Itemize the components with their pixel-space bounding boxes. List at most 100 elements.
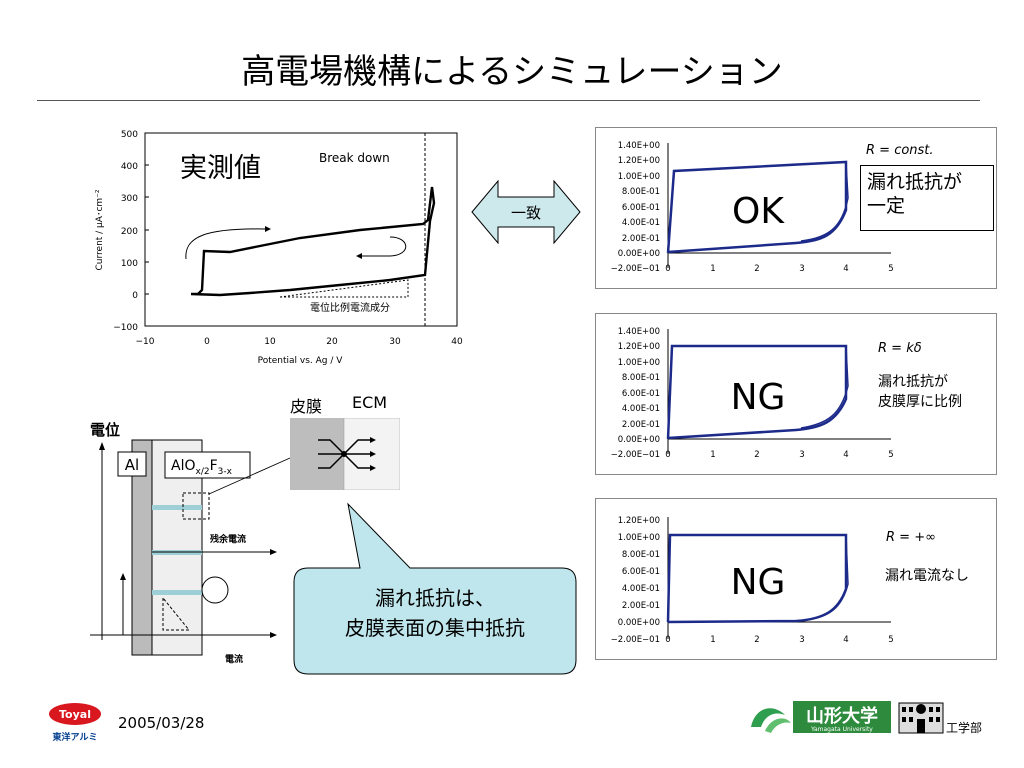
zoom-box [182,492,210,520]
residual-current-label: 残余電流 [210,533,246,545]
x-tick: 40 [451,337,463,347]
y-tick: 200 [121,227,138,237]
svg-text:4.00E-01: 4.00E-01 [622,218,660,228]
university-logo: 山形大学 Yamagata University [751,701,891,733]
al-label: Al [125,456,139,474]
defect-circle [201,576,229,604]
svg-text:3: 3 [799,450,804,460]
svg-text:5: 5 [888,264,893,274]
svg-text:2.00E-01: 2.00E-01 [622,234,660,244]
svg-text:2.00E-01: 2.00E-01 [622,601,660,611]
svg-text:3: 3 [799,264,804,274]
svg-text:Toyal: Toyal [59,708,91,721]
x-axis-label: Potential vs. Ag / V [258,356,344,366]
proportional-triangle [279,279,409,298]
svg-text:4.00E-01: 4.00E-01 [622,404,660,414]
svg-text:AlOx/2F3-x: AlOx/2F3-x [171,458,233,477]
svg-text:5: 5 [888,635,893,645]
current-label: 電流 [225,653,243,665]
y-tick: 300 [121,194,138,204]
sim-1-equation: R = const. [866,143,934,158]
footer-date: 2005/03/28 [118,714,205,732]
svg-text:6.00E-01: 6.00E-01 [622,203,660,213]
svg-text:0: 0 [665,264,670,274]
svg-text:東洋アルミ: 東洋アルミ [53,731,98,743]
y-tick: 400 [121,162,138,172]
svg-text:1.20E+00: 1.20E+00 [618,342,660,352]
svg-text:0.00E+00: 0.00E+00 [618,435,660,445]
svg-text:2.00E-01: 2.00E-01 [622,420,660,430]
toyal-logo: Toyal 東洋アルミ [49,703,101,743]
oxide-label: AlO [171,458,196,474]
svg-text:2: 2 [754,635,759,645]
x-tick: 30 [389,337,401,347]
sim-1-verdict: OK [732,191,785,232]
svg-text:1.20E+00: 1.20E+00 [618,156,660,166]
sim-3-note: 漏れ電流なし [885,568,969,584]
svg-text:−2.00E−01: −2.00E−01 [611,450,660,460]
svg-text:1.00E+00: 1.00E+00 [618,358,660,368]
y-tick: 100 [121,259,138,269]
sim-chart-2: 1.40E+00 1.20E+00 1.00E+00 8.00E-01 6.00… [611,327,922,460]
callout-bubble: 漏れ抵抗は、 皮膜表面の集中抵抗 [293,502,577,675]
page-title: 高電場機構によるシミュレーション [241,52,783,92]
y-axis-label: Current / μA･cm⁻² [95,189,105,270]
svg-text:1.00E+00: 1.00E+00 [618,172,660,182]
sim-3-equation: R = +∞ [886,530,936,545]
svg-text:2: 2 [754,264,759,274]
svg-text:4: 4 [843,635,848,645]
film-diagram: 電位 Al AlOx/2F3-x 残余電流 電流 [90,421,291,665]
svg-text:3: 3 [799,635,804,645]
sim-chart-1: 1.40E+00 1.20E+00 1.00E+00 8.00E-01 6.00… [611,141,934,274]
svg-text:4.00E-01: 4.00E-01 [622,584,660,594]
svg-text:4: 4 [843,450,848,460]
svg-text:0: 0 [665,635,670,645]
match-arrow: 一致 [471,179,581,245]
svg-text:−2.00E−01: −2.00E−01 [611,635,660,645]
bubble-line1: 漏れ抵抗は、 [375,586,495,610]
title-divider [37,100,980,101]
x-tick: 0 [204,337,210,347]
y-tick: −100 [113,323,138,333]
faculty-label: 工学部 [946,721,983,735]
svg-text:1: 1 [710,635,715,645]
svg-text:1.00E+00: 1.00E+00 [618,533,660,543]
measured-label: 実測値 [180,153,261,184]
x-tick: 10 [264,337,276,347]
svg-text:1: 1 [710,450,715,460]
svg-text:5: 5 [888,450,893,460]
svg-text:8.00E-01: 8.00E-01 [622,187,660,197]
forward-arrow [185,228,266,260]
film-ecm-inset [290,418,400,490]
sim-1-note: 漏れ抵抗が 一定 [860,165,994,231]
sim-chart-3: 1.20E+00 1.00E+00 8.00E-01 6.00E-01 4.00… [611,516,936,645]
proportional-label: 電位比例電流成分 [310,301,390,314]
svg-text:Yamagata University: Yamagata University [810,726,873,733]
potential-label: 電位 [90,421,120,439]
breakdown-label: Break down [319,151,390,165]
faculty-building-icon [898,702,944,734]
match-label: 一致 [511,204,541,222]
sim-3-verdict: NG [731,562,786,603]
ecm-label: ECM [352,393,388,412]
sim-panel-3: 1.20E+00 1.00E+00 8.00E-01 6.00E-01 4.00… [595,498,997,660]
sim-2-verdict: NG [731,377,786,418]
sim-panel-2: 1.40E+00 1.20E+00 1.00E+00 8.00E-01 6.00… [595,313,997,475]
svg-text:2: 2 [754,450,759,460]
x-tick: −10 [136,337,155,347]
svg-text:8.00E-01: 8.00E-01 [622,550,660,560]
svg-text:1.40E+00: 1.40E+00 [618,327,660,337]
svg-text:山形大学: 山形大学 [806,705,878,727]
svg-text:0.00E+00: 0.00E+00 [618,249,660,259]
svg-text:8.00E-01: 8.00E-01 [622,373,660,383]
svg-text:0: 0 [665,450,670,460]
experimental-chart: 500 400 300 200 100 0 −100 −10 0 10 20 3… [95,130,463,366]
svg-text:6.00E-01: 6.00E-01 [622,567,660,577]
measured-curve [190,186,436,297]
svg-text:6.00E-01: 6.00E-01 [622,389,660,399]
svg-text:1: 1 [710,264,715,274]
reverse-arrow [362,236,407,257]
sim-2-equation: R = kδ [878,341,922,356]
y-tick: 0 [132,291,138,301]
svg-text:−2.00E−01: −2.00E−01 [611,264,660,274]
